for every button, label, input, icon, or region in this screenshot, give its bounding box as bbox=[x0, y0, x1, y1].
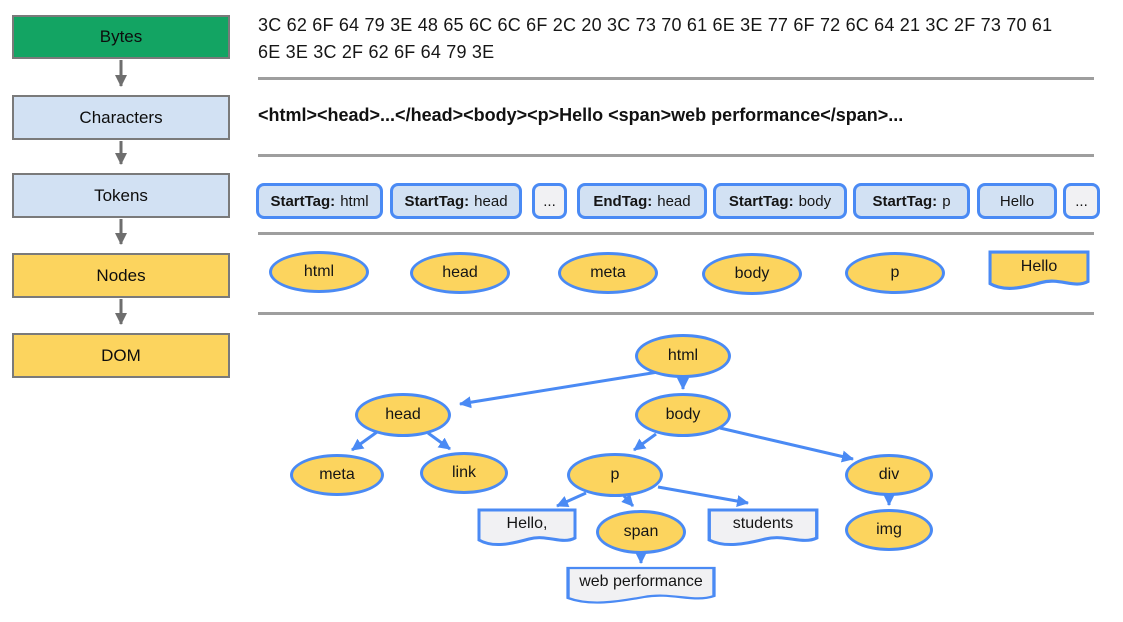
stage-box-tokens: Tokens bbox=[12, 173, 230, 218]
stage-label: Bytes bbox=[99, 27, 143, 46]
flag-shape bbox=[988, 250, 1090, 290]
stage-label: Characters bbox=[79, 107, 163, 127]
token-value: ... bbox=[543, 192, 556, 210]
divider bbox=[258, 312, 1094, 315]
stage-box-characters: Characters bbox=[12, 95, 230, 140]
token-starttag-head: StartTag:head bbox=[390, 183, 522, 219]
node-label: head bbox=[442, 264, 478, 281]
edge-p-students bbox=[657, 485, 749, 507]
divider bbox=[258, 154, 1094, 157]
edge-body-p bbox=[633, 432, 657, 452]
node-label: link bbox=[451, 464, 476, 481]
node-label: head bbox=[385, 406, 421, 423]
divider bbox=[258, 77, 1094, 80]
node-head: head bbox=[410, 252, 510, 294]
token-value: Hello bbox=[999, 192, 1035, 210]
characters-string: <html><head>...</head><body><p>Hello <sp… bbox=[258, 105, 904, 125]
dom-node-meta: meta bbox=[290, 454, 384, 496]
token-value: html bbox=[340, 192, 369, 210]
node-html: html bbox=[269, 251, 369, 293]
dom-node-html: html bbox=[635, 334, 731, 378]
text-node-label: students bbox=[732, 515, 794, 533]
node-meta: meta bbox=[558, 252, 658, 294]
text-node-label: Hello, bbox=[506, 515, 548, 533]
token-ellipsis: ... bbox=[532, 183, 567, 219]
dom-node-head: head bbox=[355, 393, 451, 437]
dom-text-node-hello: Hello, bbox=[477, 508, 577, 548]
bytes-hex-line-2: 6E 3E 3C 2F 62 6F 64 79 3E bbox=[258, 42, 495, 62]
stage-label: Tokens bbox=[94, 185, 148, 205]
node-label: meta bbox=[590, 264, 626, 281]
flag-shape bbox=[707, 508, 819, 547]
dom-node-link: link bbox=[420, 452, 508, 494]
node-label: span bbox=[623, 523, 659, 540]
node-body: body bbox=[702, 253, 802, 295]
dom-node-img: img bbox=[845, 509, 933, 551]
stage-box-nodes: Nodes bbox=[12, 253, 230, 298]
node-label: p bbox=[890, 264, 900, 281]
stage-box-bytes: Bytes bbox=[12, 15, 230, 59]
dom-node-span: span bbox=[596, 510, 686, 554]
stage-box-dom: DOM bbox=[12, 333, 230, 378]
node-label: img bbox=[876, 521, 902, 538]
bytes-hex-line-1: 3C 62 6F 64 79 3E 48 65 6C 6C 6F 2C 20 3… bbox=[258, 15, 1053, 35]
dom-text-node-students: students bbox=[707, 508, 819, 548]
token-value: body bbox=[798, 192, 832, 210]
node-label: meta bbox=[319, 466, 355, 483]
token-value: head bbox=[474, 192, 508, 210]
node-label: body bbox=[734, 265, 770, 282]
node-label: body bbox=[665, 406, 701, 423]
stage-label: DOM bbox=[101, 345, 141, 365]
dom-node-p: p bbox=[567, 453, 663, 497]
edge-p-span bbox=[621, 493, 635, 508]
token-type: StartTag: bbox=[728, 192, 794, 210]
node-label: html bbox=[667, 347, 699, 364]
node-label: html bbox=[303, 263, 335, 280]
stage-label: Nodes bbox=[96, 265, 146, 285]
token-type: EndTag: bbox=[593, 192, 653, 210]
token-type: StartTag: bbox=[872, 192, 938, 210]
token-starttag-p: StartTag:p bbox=[853, 183, 970, 219]
token-value: head bbox=[657, 192, 691, 210]
flag-shape bbox=[566, 566, 716, 604]
token-type: StartTag: bbox=[404, 192, 470, 210]
node-label: div bbox=[878, 466, 900, 483]
token-value: ... bbox=[1075, 192, 1088, 210]
text-node-label: web performance bbox=[579, 573, 703, 591]
flag-shape bbox=[477, 508, 577, 547]
node-text-hello: Hello bbox=[988, 250, 1090, 292]
token-value: p bbox=[942, 192, 951, 210]
token-starttag-html: StartTag:html bbox=[256, 183, 383, 219]
node-label: Hello bbox=[1020, 258, 1058, 276]
node-label: p bbox=[610, 466, 620, 483]
token-endtag-head: EndTag:head bbox=[577, 183, 707, 219]
token-type: StartTag: bbox=[270, 192, 336, 210]
edge-p-hello bbox=[556, 491, 587, 508]
dom-node-div: div bbox=[845, 454, 933, 496]
divider bbox=[258, 232, 1094, 235]
dom-text-node-web-performance: web performance bbox=[565, 566, 717, 606]
edge-html-head bbox=[459, 370, 659, 409]
node-p: p bbox=[845, 252, 945, 294]
dom-node-body: body bbox=[635, 393, 731, 437]
token-ellipsis: ... bbox=[1063, 183, 1100, 219]
token-hello: Hello bbox=[977, 183, 1057, 219]
token-starttag-body: StartTag:body bbox=[713, 183, 847, 219]
edge-body-div bbox=[719, 426, 854, 463]
edge-head-meta bbox=[351, 430, 378, 452]
edge-head-link bbox=[427, 431, 451, 451]
